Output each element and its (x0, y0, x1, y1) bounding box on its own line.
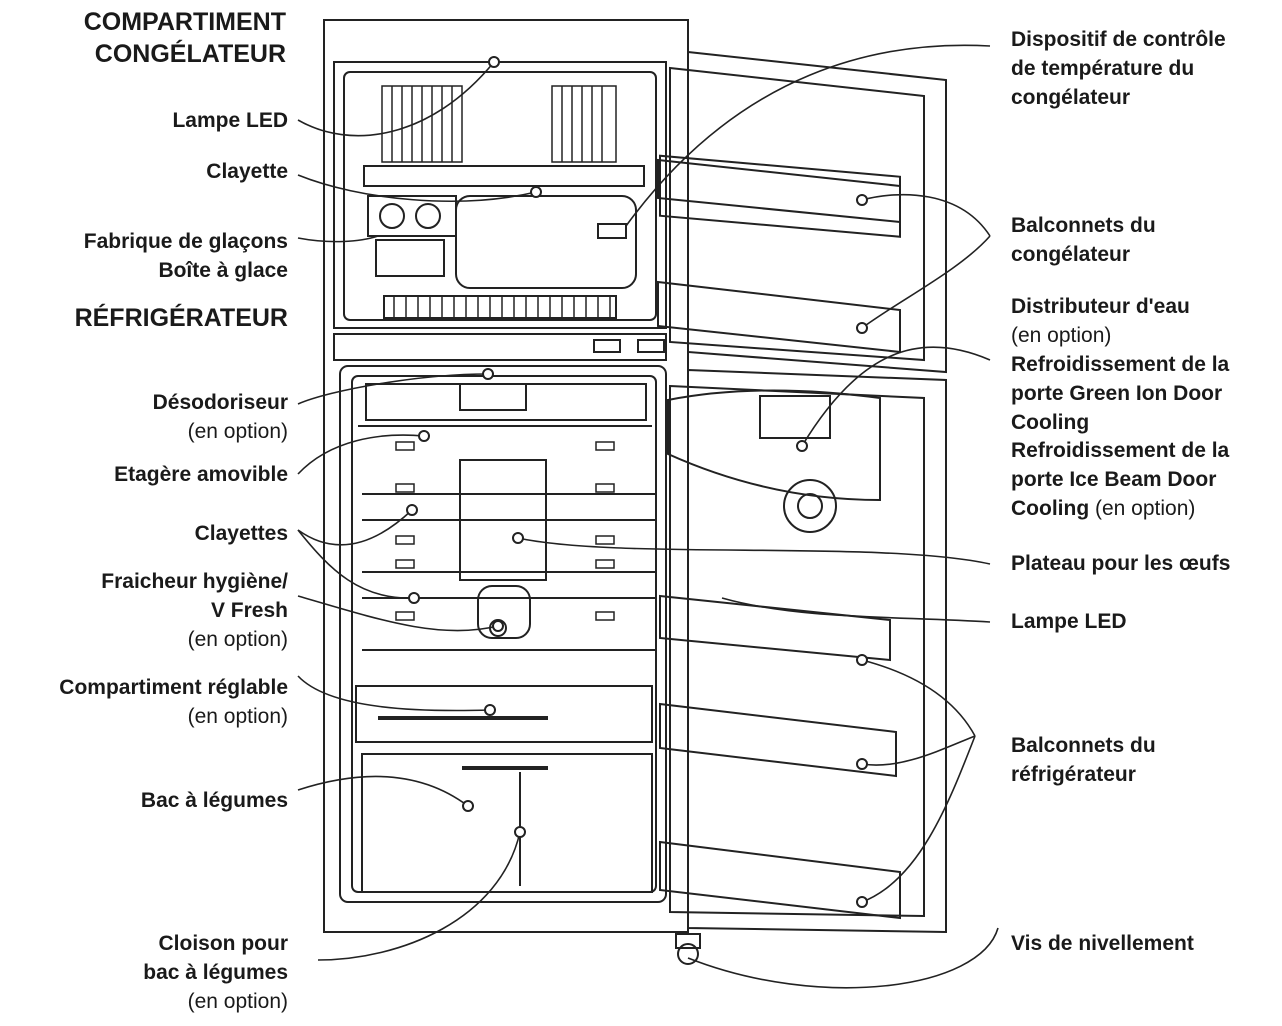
label-text: Bac à légumes (140, 789, 288, 812)
label-text: Cooling (1011, 411, 1090, 434)
refrigerator-illustration (323, 19, 947, 965)
label-text: Vis de nivellement (1011, 932, 1194, 955)
label-text: bac à légumes (143, 961, 288, 984)
label-text: de température du (1011, 57, 1195, 80)
label-text: Distributeur d'eau (1011, 295, 1190, 318)
label-text: Refroidissement de la (1011, 353, 1230, 376)
label-text: Balconnets du (1011, 734, 1156, 757)
label-option: (en option) (187, 705, 288, 728)
label-text: congélateur (1011, 86, 1131, 109)
label-text: Clayettes (194, 522, 288, 545)
label-lampe-led-right: Lampe LED (1011, 607, 1127, 636)
label-distributeur-eau: Distributeur d'eau (en option) (1011, 292, 1190, 350)
label-text: Refroidissement de la (1011, 439, 1230, 462)
heading-freezer-line2: CONGÉLATEUR (94, 40, 286, 68)
cabinet-outline (323, 19, 689, 933)
label-text: réfrigérateur (1011, 763, 1136, 786)
label-text: Fabrique de glaçons (83, 230, 288, 253)
label-text-main: Cooling (1011, 497, 1090, 520)
label-text: porte Ice Beam Door (1011, 468, 1217, 491)
label-text: Boîte à glace (158, 259, 288, 282)
heading-freezer: COMPARTIMENT CONGÉLATEUR (84, 6, 286, 70)
callout-dots (406, 56, 868, 908)
label-text: Lampe LED (1011, 610, 1127, 633)
label-option: (en option) (1011, 324, 1112, 347)
label-vis-nivellement: Vis de nivellement (1011, 929, 1194, 958)
label-fabrique-glacons: Fabrique de glaçons Boîte à glace (84, 227, 288, 285)
label-text: Etagère amovible (114, 463, 288, 486)
label-compartiment-reglable: Compartiment réglable (en option) (59, 673, 288, 731)
label-dispositif-controle: Dispositif de contrôle de température du… (1011, 25, 1226, 112)
label-option: (en option) (187, 628, 288, 651)
label-lampe-led-left: Lampe LED (172, 106, 288, 135)
label-desodoriseur: Désodoriseur (en option) (153, 388, 288, 446)
label-text: Cooling (en option) (1011, 494, 1229, 523)
label-text: Cloison pour (158, 932, 289, 955)
leader-lines (297, 44, 999, 989)
label-plateau-oeufs: Plateau pour les œufs (1011, 549, 1230, 578)
label-text: V Fresh (210, 599, 288, 622)
label-text: Fraicheur hygiène/ (101, 570, 288, 593)
label-text: Plateau pour les œufs (1011, 552, 1231, 575)
label-text: Désodoriseur (152, 391, 288, 414)
label-text: Dispositif de contrôle (1011, 28, 1226, 51)
label-fraicheur: Fraicheur hygiène/ V Fresh (en option) (101, 567, 288, 654)
label-clayettes: Clayettes (195, 519, 288, 548)
label-bac-legumes: Bac à légumes (141, 786, 288, 815)
label-option: (en option) (187, 990, 288, 1013)
label-option: (en option) (187, 420, 288, 443)
label-green-ion: Refroidissement de la porte Green Ion Do… (1011, 350, 1229, 437)
label-text: congélateur (1011, 243, 1131, 266)
label-text: Clayette (206, 160, 288, 183)
heading-fridge: RÉFRIGÉRATEUR (74, 304, 288, 332)
label-balconnets-refrigerateur: Balconnets du réfrigérateur (1011, 731, 1156, 789)
label-text: porte Green Ion Door (1011, 382, 1223, 405)
label-clayette: Clayette (206, 157, 288, 186)
label-text: Compartiment réglable (59, 676, 288, 699)
label-text: Lampe LED (172, 109, 288, 132)
heading-freezer-line1: COMPARTIMENT (83, 8, 286, 36)
label-option: (en option) (1089, 497, 1196, 520)
label-balconnets-congelateur: Balconnets du congélateur (1011, 211, 1156, 269)
label-text: Balconnets du (1011, 214, 1156, 237)
label-etagere-amovible: Etagère amovible (114, 460, 288, 489)
label-cloison: Cloison pour bac à légumes (en option) (143, 929, 288, 1016)
label-ice-beam: Refroidissement de la porte Ice Beam Doo… (1011, 436, 1229, 523)
